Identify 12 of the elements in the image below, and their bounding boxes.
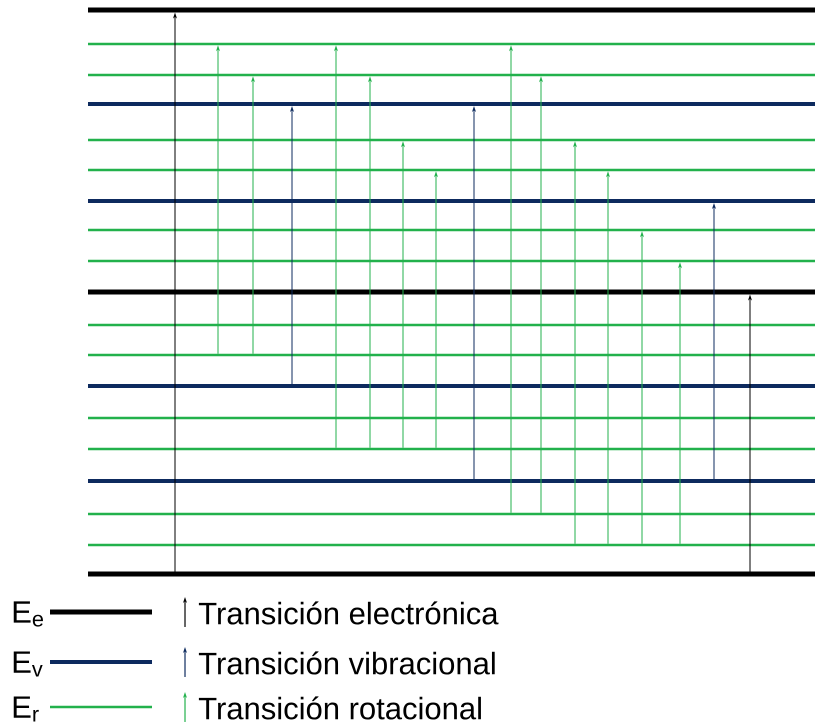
energy-level-line (88, 324, 815, 326)
legend-symbol: E$_{e}$ (14, 601, 43, 627)
energy-level-line (88, 354, 815, 356)
energy-level-line (88, 448, 815, 450)
energy-level-line (88, 544, 815, 546)
legend-symbol: E$_{v}$ (14, 651, 43, 677)
legend-label: Transición rotacional (198, 696, 481, 720)
legend-label: Transición electrónica (198, 601, 499, 625)
legend-label: Transición vibracional (198, 651, 495, 675)
energy-level-line (88, 416, 815, 420)
legend-symbol: E$_{r}$ (14, 696, 39, 722)
energy-level-line (88, 512, 815, 516)
